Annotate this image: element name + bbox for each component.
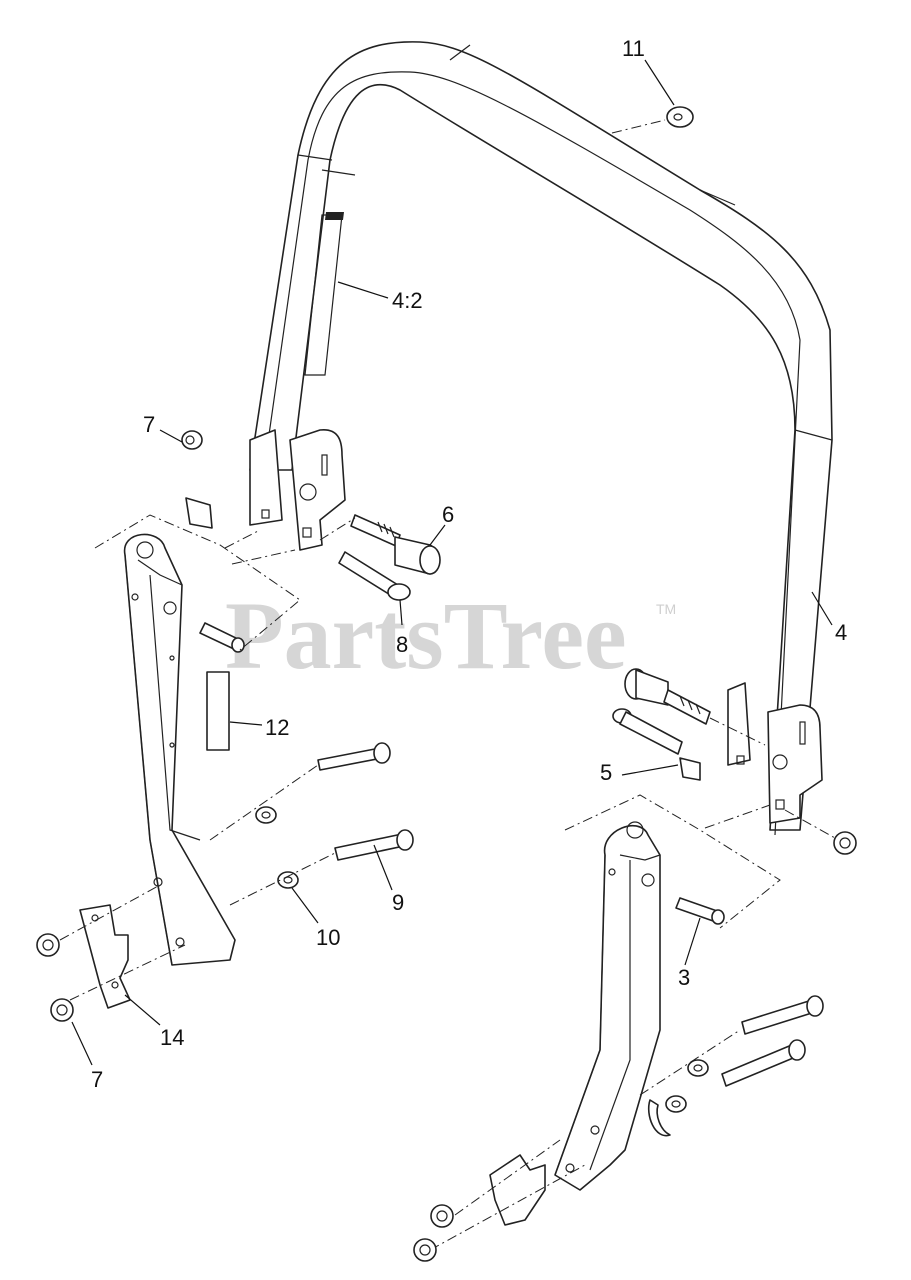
callout-5: 5: [600, 760, 612, 785]
right-hardware: [413, 809, 857, 1262]
washer-11: [611, 106, 694, 134]
right-upright-bracket: [554, 757, 781, 1191]
watermark-trademark: TM: [656, 601, 676, 617]
callout-6: 6: [442, 502, 454, 527]
callout-11: 11: [622, 36, 645, 61]
callout-9: 9: [392, 890, 404, 915]
callout-8: 8: [396, 632, 408, 657]
callout-10: 10: [316, 925, 340, 950]
left-hardware: [36, 742, 414, 1022]
pivot-pin-assembly-right: [612, 668, 766, 755]
callout-14: 14: [160, 1025, 184, 1050]
left-upright-bracket: [94, 430, 301, 966]
callout-labels: 11 4:2 7 6 8 4 12 5 9 10 3 14 7: [91, 36, 847, 1092]
watermark-text: PartsTree: [225, 582, 627, 689]
callout-4-2: 4:2: [392, 288, 423, 313]
roll-bar: [249, 41, 833, 836]
leader-lines: [71, 59, 833, 1066]
callout-7-bottom: 7: [91, 1067, 103, 1092]
callout-3: 3: [678, 965, 690, 990]
callout-7-top: 7: [143, 412, 155, 437]
pivot-pin-assembly-left: [319, 514, 441, 601]
callout-4: 4: [835, 620, 847, 645]
callout-12: 12: [265, 715, 289, 740]
